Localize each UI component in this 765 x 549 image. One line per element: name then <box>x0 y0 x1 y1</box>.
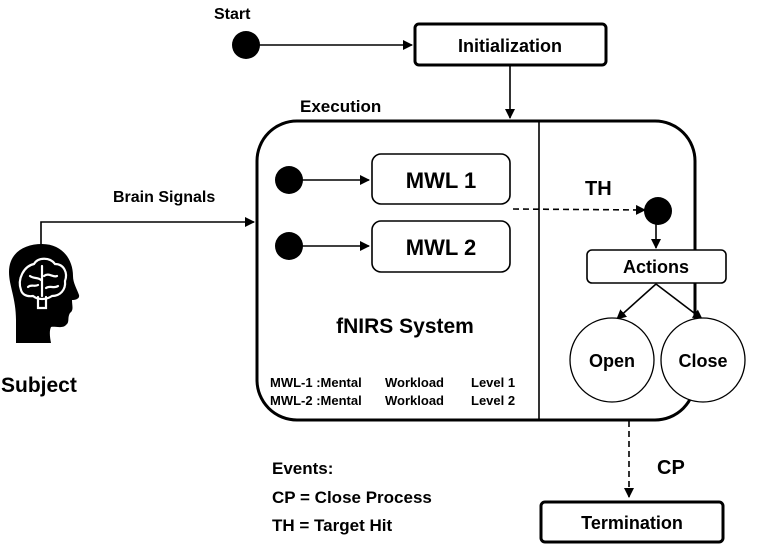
legend-mwl2-mid: Workload <box>385 393 444 408</box>
legend-mwl1-key: MWL-1 :Mental <box>270 375 362 390</box>
execution-label: Execution <box>300 97 381 116</box>
event-cp: CP = Close Process <box>272 488 432 507</box>
th-transition-arrow <box>512 204 646 215</box>
legend-mwl1-end: Level 1 <box>471 375 515 390</box>
subject-label: Subject <box>1 374 77 397</box>
initialization-box <box>413 22 608 67</box>
open-label: Open <box>589 351 635 371</box>
mwl1-start-node <box>275 166 303 194</box>
event-th: TH = Target Hit <box>272 516 392 535</box>
head-with-brain-icon <box>9 244 80 343</box>
termination-label: Termination <box>581 513 683 533</box>
legend-mwl2-key: MWL-2 :Mental <box>270 393 362 408</box>
legend-mwl1-mid: Workload <box>385 375 444 390</box>
mwl2-state <box>371 220 511 273</box>
cp-label: CP <box>657 457 685 479</box>
actions-label: Actions <box>623 257 689 277</box>
mwl1-state <box>371 153 511 205</box>
mwl1-label: MWL 1 <box>406 168 476 193</box>
th-label: TH <box>585 178 612 200</box>
events-title: Events: <box>272 459 333 478</box>
start-label: Start <box>214 6 251 23</box>
open-state <box>569 317 655 403</box>
actions-state <box>586 249 727 284</box>
system-label: fNIRS System <box>336 315 474 338</box>
to-open-arrow <box>616 283 657 320</box>
close-label: Close <box>678 351 727 371</box>
mwl2-label: MWL 2 <box>406 235 476 260</box>
initialization-label: Initialization <box>458 36 562 56</box>
mwl2-start-node <box>275 232 303 260</box>
actions-start-node <box>644 197 672 225</box>
to-close-arrow <box>655 283 703 320</box>
termination-box <box>539 500 725 544</box>
close-state <box>660 317 746 403</box>
brain-signals-arrow <box>40 217 255 248</box>
legend-mwl2-end: Level 2 <box>471 393 515 408</box>
brain-signals-label: Brain Signals <box>113 189 215 206</box>
start-node <box>232 31 260 59</box>
